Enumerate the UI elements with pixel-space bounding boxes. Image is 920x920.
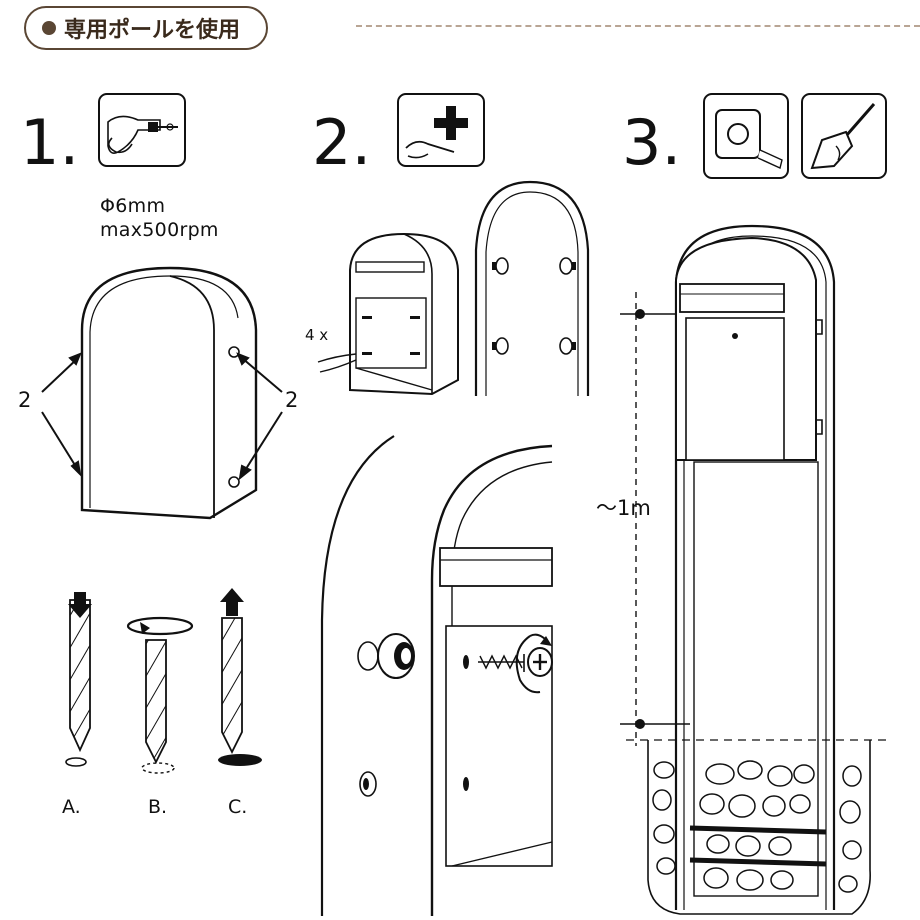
section-title: 専用ポールを使用 — [64, 18, 241, 43]
drill-icon — [98, 93, 186, 167]
step-number-2: 2. — [312, 106, 372, 179]
drill-step-c-label: C. — [228, 796, 248, 818]
screwdriver-icon — [397, 93, 485, 167]
rotate-arrow-icon — [126, 616, 194, 636]
step-number-1: 1. — [20, 106, 80, 179]
pole-back-with-grommets — [474, 180, 590, 396]
step-number-3: 3. — [622, 106, 682, 179]
closeup-mounting-detail — [320, 435, 553, 916]
screw-count: 4 x — [305, 326, 329, 344]
drill-speed: max500rpm — [100, 219, 219, 241]
drill-hole-lower — [228, 476, 240, 488]
up-arrow-icon — [220, 588, 244, 616]
drill-step-b-label: B. — [148, 796, 168, 818]
drill-bit-b — [126, 616, 194, 774]
down-arrow-icon — [68, 592, 92, 618]
tape-measure-icon — [703, 93, 789, 179]
section-header: 専用ポールを使用 — [24, 6, 269, 50]
hole-count-right: 2 — [285, 388, 299, 412]
callout-arrows — [41, 352, 283, 481]
header-divider — [356, 25, 920, 27]
mailbox-back-view — [80, 266, 258, 520]
drill-bit-a — [65, 592, 92, 767]
height-dimension-line — [620, 292, 690, 746]
drill-spec: Φ6mm max500rpm — [100, 194, 219, 242]
gravel-foundation — [626, 739, 888, 915]
bullet-icon — [42, 21, 56, 35]
drill-hole-upper — [228, 346, 240, 358]
drill-diameter: Φ6mm — [100, 195, 166, 217]
shovel-icon — [801, 93, 887, 179]
mailbox-open-small — [317, 232, 459, 396]
pole-height-label: ～1m — [596, 496, 651, 520]
drill-step-a-label: A. — [62, 796, 81, 818]
pole-anchor-bars — [689, 825, 827, 867]
screw-with-rotation — [478, 633, 553, 694]
drill-bit-c — [218, 588, 262, 766]
mailbox-on-pole — [674, 224, 836, 910]
hole-count-left: 2 — [18, 388, 32, 412]
grommet-upper — [357, 633, 415, 679]
